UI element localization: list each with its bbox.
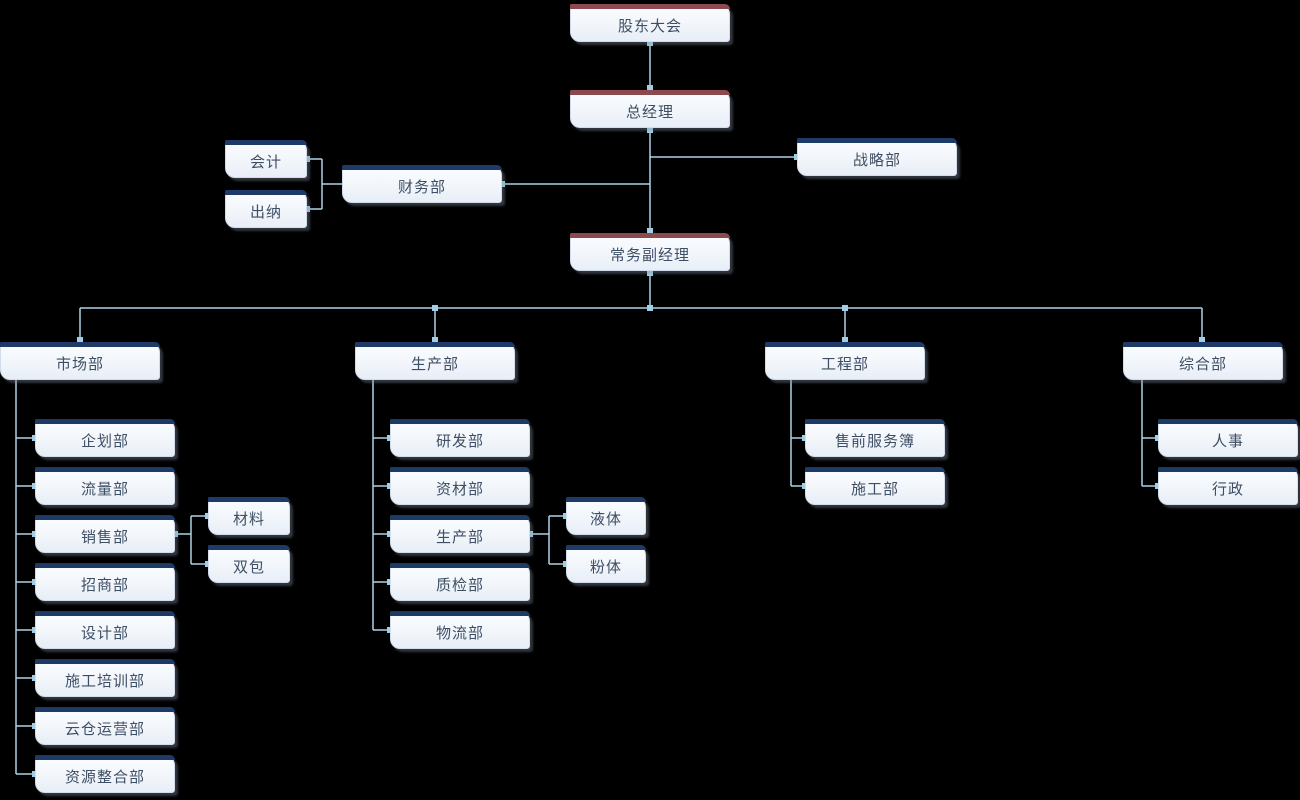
node-label: 施工部 bbox=[850, 480, 899, 498]
node-label: 售前服务簿 bbox=[834, 432, 915, 450]
connector-production-sub-children bbox=[530, 515, 566, 565]
node-powder[interactable]: 粉体 bbox=[566, 545, 646, 583]
node-label: 人事 bbox=[1211, 432, 1244, 450]
node-label: 流量部 bbox=[80, 480, 129, 498]
node-label: 战略部 bbox=[852, 151, 901, 169]
node-strategy-dept[interactable]: 战略部 bbox=[797, 138, 957, 176]
node-label: 出纳 bbox=[249, 203, 282, 221]
node-presales-service-book[interactable]: 售前服务簿 bbox=[805, 419, 945, 457]
node-label: 液体 bbox=[589, 510, 622, 528]
node-general-affairs-dept[interactable]: 综合部 bbox=[1123, 342, 1283, 380]
node-cloud-warehouse-ops-dept[interactable]: 云仓运营部 bbox=[35, 707, 175, 745]
node-label: 常务副经理 bbox=[609, 246, 690, 264]
node-label: 销售部 bbox=[80, 528, 129, 546]
node-label: 云仓运营部 bbox=[64, 720, 145, 738]
node-marketing-dept[interactable]: 市场部 bbox=[0, 342, 160, 380]
node-label: 研发部 bbox=[435, 432, 484, 450]
node-rd-dept[interactable]: 研发部 bbox=[390, 419, 530, 457]
connector-production-spine bbox=[372, 380, 390, 631]
node-label: 物流部 bbox=[435, 624, 484, 642]
node-investment-dept[interactable]: 招商部 bbox=[35, 563, 175, 601]
node-label: 材料 bbox=[232, 510, 265, 528]
node-label: 资材部 bbox=[435, 480, 484, 498]
node-finance-dept[interactable]: 财务部 bbox=[342, 165, 502, 203]
node-label: 施工培训部 bbox=[64, 672, 145, 690]
node-liquid[interactable]: 液体 bbox=[566, 497, 646, 535]
node-label: 企划部 bbox=[80, 432, 129, 450]
node-production-dept[interactable]: 生产部 bbox=[355, 342, 515, 380]
node-label: 市场部 bbox=[55, 355, 104, 373]
node-label: 粉体 bbox=[589, 558, 622, 576]
connector-dots bbox=[32, 40, 1205, 777]
node-label: 会计 bbox=[249, 153, 282, 171]
node-label: 生产部 bbox=[410, 355, 459, 373]
node-planning-dept[interactable]: 企划部 bbox=[35, 419, 175, 457]
node-design-dept[interactable]: 设计部 bbox=[35, 611, 175, 649]
node-resource-integration-dept[interactable]: 资源整合部 bbox=[35, 755, 175, 793]
node-material-supply-dept[interactable]: 资材部 bbox=[390, 467, 530, 505]
node-label: 质检部 bbox=[435, 576, 484, 594]
node-general-manager[interactable]: 总经理 bbox=[570, 90, 730, 128]
connector-main-bus bbox=[79, 307, 1203, 342]
connector-engineering-spine bbox=[790, 380, 805, 487]
node-label: 股东大会 bbox=[617, 17, 682, 35]
node-administration[interactable]: 行政 bbox=[1158, 467, 1298, 505]
node-double-pack[interactable]: 双包 bbox=[208, 545, 290, 583]
node-construction-training-dept[interactable]: 施工培训部 bbox=[35, 659, 175, 697]
node-label: 总经理 bbox=[625, 103, 674, 121]
node-sales-dept[interactable]: 销售部 bbox=[35, 515, 175, 553]
node-label: 财务部 bbox=[397, 178, 446, 196]
node-traffic-dept[interactable]: 流量部 bbox=[35, 467, 175, 505]
node-label: 工程部 bbox=[820, 355, 869, 373]
node-label: 行政 bbox=[1211, 480, 1244, 498]
node-quality-inspection-dept[interactable]: 质检部 bbox=[390, 563, 530, 601]
node-shareholders-meeting[interactable]: 股东大会 bbox=[570, 4, 730, 42]
node-label: 设计部 bbox=[80, 624, 129, 642]
node-materials[interactable]: 材料 bbox=[208, 497, 290, 535]
node-label: 生产部 bbox=[435, 528, 484, 546]
node-label: 双包 bbox=[232, 558, 265, 576]
connector-general-affairs-spine bbox=[1141, 380, 1158, 487]
connector-marketing-spine bbox=[15, 380, 35, 775]
connector-sales-children bbox=[175, 515, 208, 565]
node-engineering-dept[interactable]: 工程部 bbox=[765, 342, 925, 380]
node-construction-dept[interactable]: 施工部 bbox=[805, 467, 945, 505]
node-production-sub-dept[interactable]: 生产部 bbox=[390, 515, 530, 553]
node-hr[interactable]: 人事 bbox=[1158, 419, 1298, 457]
node-cashier[interactable]: 出纳 bbox=[225, 190, 307, 228]
node-deputy-general-manager[interactable]: 常务副经理 bbox=[570, 233, 730, 271]
node-label: 招商部 bbox=[80, 576, 129, 594]
node-label: 资源整合部 bbox=[64, 768, 145, 786]
node-accounting[interactable]: 会计 bbox=[225, 140, 307, 178]
node-logistics-dept[interactable]: 物流部 bbox=[390, 611, 530, 649]
node-label: 综合部 bbox=[1178, 355, 1227, 373]
